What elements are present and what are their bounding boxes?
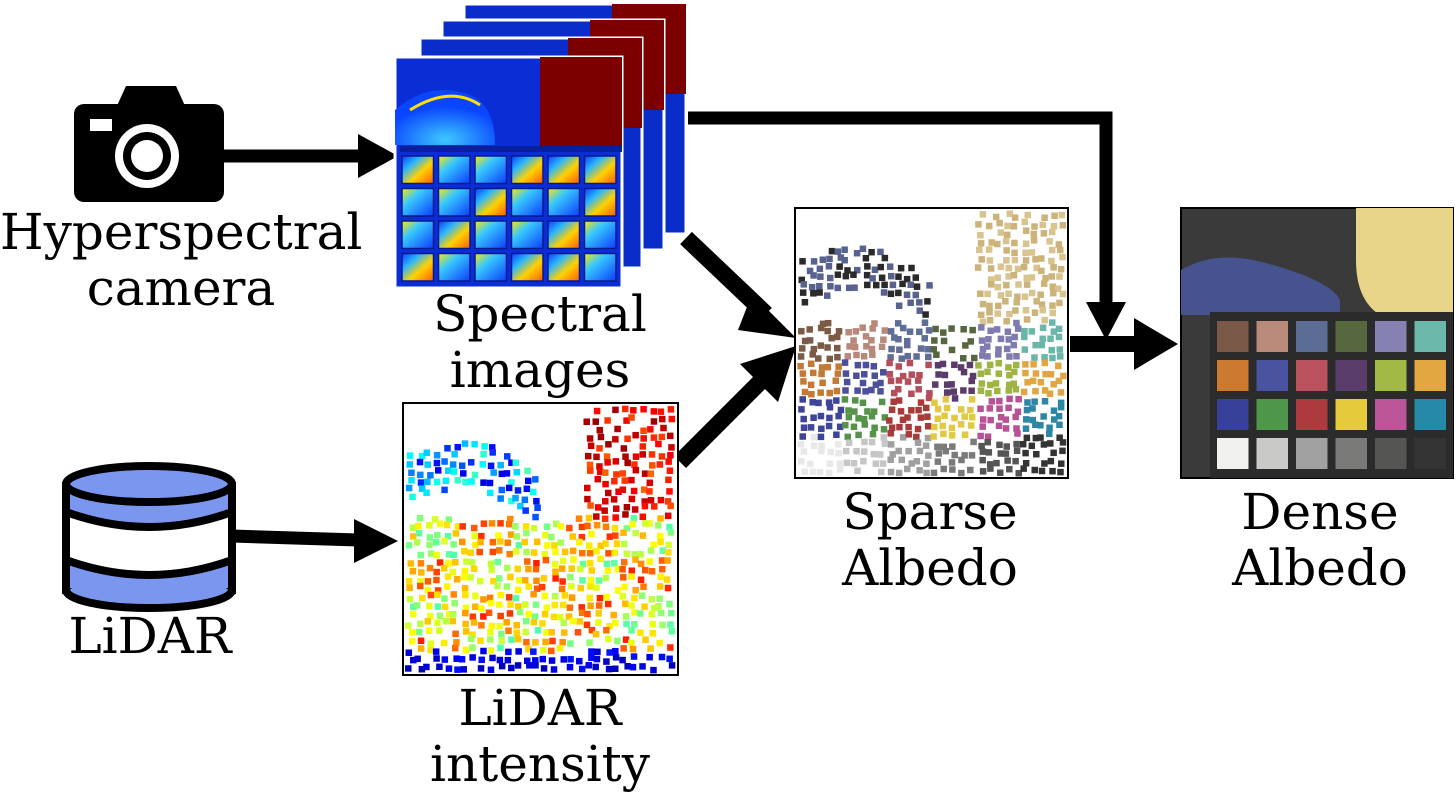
label-lidar: LiDAR [68, 607, 232, 665]
database-icon [62, 462, 236, 612]
lidar-intensity-image [402, 402, 679, 676]
arrow-spectral-to-fusion [688, 111, 1126, 340]
label-hyperspectral-camera: Hyperspectral camera [0, 203, 363, 317]
label-sparse-albedo: Sparse Albedo [842, 483, 1018, 597]
spectral-image-front [393, 55, 624, 290]
sparse-albedo-image [794, 207, 1069, 479]
spectral-images-stack [393, 2, 688, 290]
dense-albedo-image [1180, 207, 1454, 479]
label-spectral-images: Spectral images [433, 285, 647, 399]
arrow-spectral-to-sparse [680, 231, 796, 338]
arrow-lidar-to-intensity [231, 519, 398, 563]
label-lidar-intensity: LiDAR intensity [429, 679, 651, 793]
label-dense-albedo: Dense Albedo [1232, 483, 1408, 597]
dense-color-checker [1217, 321, 1446, 469]
arrow-camera-to-spectral [222, 134, 398, 178]
spectral-color-checker [401, 155, 617, 282]
camera-icon [74, 86, 224, 202]
arrow-intensity-to-sparse [673, 346, 796, 469]
arrow-sparse-to-dense [1070, 318, 1178, 370]
